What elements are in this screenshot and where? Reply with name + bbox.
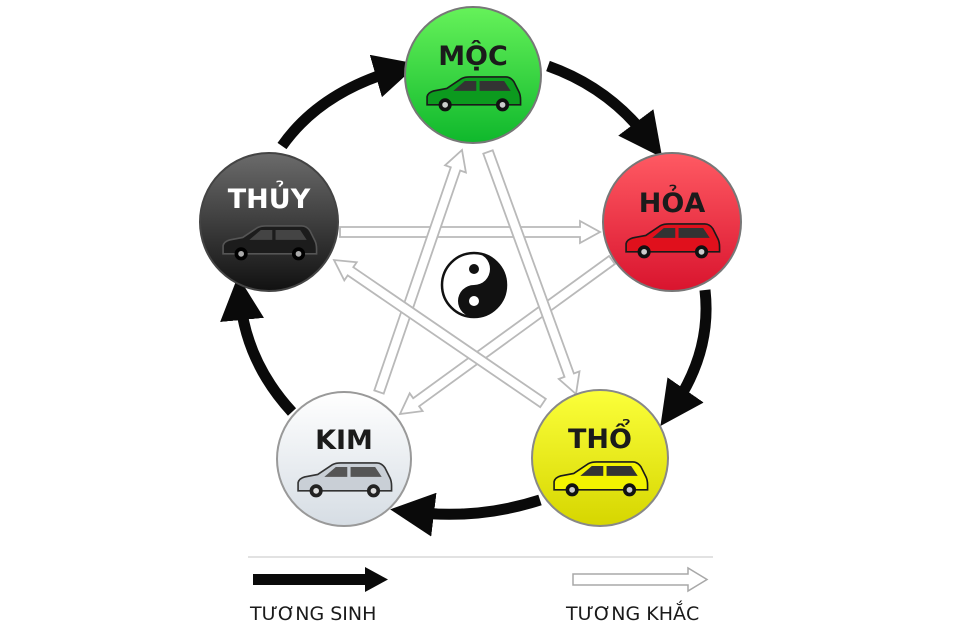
car-icon (553, 461, 649, 497)
sinh-hoa-to-tho (660, 289, 712, 427)
sinh-moc-to-hoa (546, 60, 663, 158)
car-icon (625, 223, 721, 259)
element-label-moc: MỘC (438, 40, 508, 72)
element-label-hoa: HỎA (639, 183, 706, 219)
car-icon (426, 76, 522, 112)
element-node-moc: MỘC (404, 6, 542, 144)
yin-yang-icon (440, 251, 508, 319)
legend-overcoming-arrow (572, 566, 709, 593)
khac-thuy-to-hoa (339, 219, 602, 245)
element-label-thuy: THỦY (228, 179, 311, 215)
car-icon (222, 225, 318, 261)
element-node-tho: THỔ (531, 389, 669, 527)
legend-generating-arrow (253, 567, 388, 592)
khac-tho-to-thuy (332, 258, 548, 409)
car-icon (297, 462, 393, 498)
element-label-kim: KIM (315, 425, 373, 456)
legend-overcoming-label: TƯƠNG KHẮC (565, 599, 699, 625)
legend: TƯƠNG SINH TƯƠNG KHẮC (248, 556, 713, 625)
legend-generating-label: TƯƠNG SINH (249, 603, 376, 625)
element-label-tho: THỔ (568, 417, 632, 455)
sinh-thuy-to-moc (277, 54, 419, 150)
overcoming-star-arrows (332, 148, 617, 416)
khac-moc-to-tho (482, 149, 581, 396)
khac-hoa-to-kim (398, 254, 617, 416)
element-node-hoa: HỎA (602, 152, 742, 292)
generating-cycle-arrows (220, 54, 712, 537)
element-node-kim: KIM (276, 391, 412, 527)
sinh-kim-to-thuy (220, 276, 297, 416)
element-node-thuy: THỦY (199, 152, 339, 292)
khac-kim-to-moc (373, 148, 468, 395)
sinh-tho-to-kim (390, 492, 542, 537)
